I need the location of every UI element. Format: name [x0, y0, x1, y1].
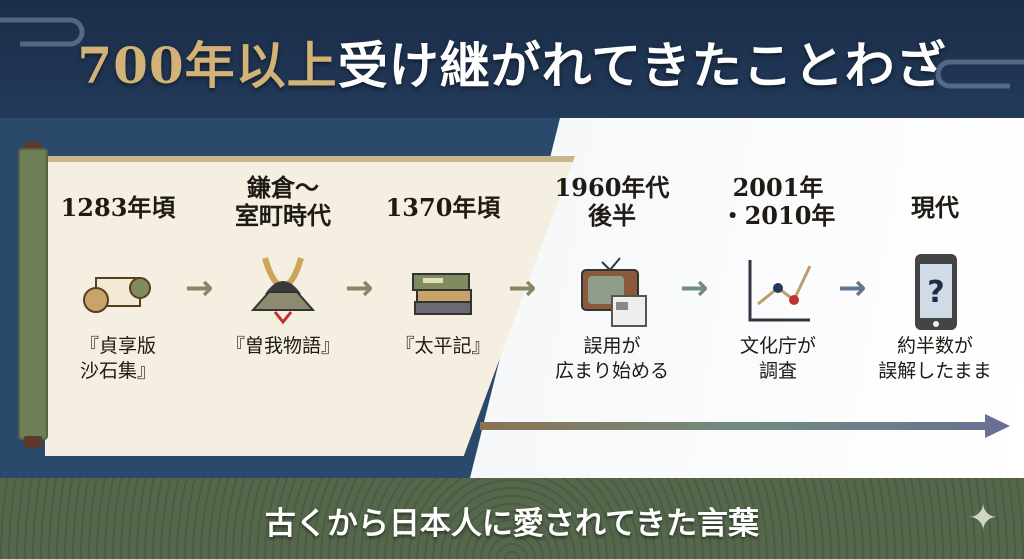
timeline-item: 現代 ? 約半数が 誤解したまま [850, 118, 1020, 398]
timeline-year: 1283年頃 [60, 193, 176, 222]
sparkle-icon: ✦ [968, 498, 999, 539]
arrow-icon: → [508, 268, 537, 308]
scroll-icon [83, 277, 151, 313]
timeline-item: 1283年頃 『貞享版 沙石集』 [33, 118, 203, 398]
line-chart-icon [748, 260, 812, 322]
scroll-rod-cap [24, 436, 42, 448]
title-highlight: 700年以上 [77, 36, 338, 95]
timeline-year: 1370年頃 [385, 193, 501, 222]
timeline-year: 鎌倉〜 室町時代 [235, 173, 331, 230]
footer-subtitle: 古くから日本人に愛されてきた言葉 [264, 506, 760, 542]
arrow-icon: → [185, 268, 214, 308]
tv-newspaper-icon [581, 257, 647, 327]
header: 700年以上受け継がれてきたことわざ [0, 0, 1024, 118]
timeline-year: 2001年 ・2010年 [720, 173, 836, 230]
timeline-caption: 誤用が 広まり始める [554, 335, 669, 382]
timeline-caption: 文化庁が 調査 [739, 335, 816, 382]
timeline-item: 1370年頃 『太平記』 [358, 118, 528, 398]
svg-text:?: ? [927, 275, 944, 310]
arrow-icon: → [345, 268, 374, 308]
smartphone-question-icon: ? [915, 254, 957, 330]
timeline-item: 2001年 ・2010年 文化庁が 調査 [693, 118, 863, 398]
timeline-caption: 約半数が 誤解したまま [878, 335, 992, 382]
books-icon [412, 273, 472, 315]
timeline-year: 現代 [911, 193, 959, 222]
timeline-arrow [480, 414, 1010, 438]
timeline-item: 1960年代 後半 誤用が 広まり始める [527, 118, 697, 398]
timeline-panel: 1283年頃 『貞享版 沙石集』鎌倉〜 室町時代 『曽我物語』1370年頃 『太… [0, 118, 1024, 478]
timeline-item: 鎌倉〜 室町時代 『曽我物語』 [198, 118, 368, 398]
arrow-icon: → [680, 268, 709, 308]
timeline-caption: 『曽我物語』 [225, 335, 340, 357]
timeline-caption: 『太平記』 [395, 335, 491, 357]
page-title: 700年以上受け継がれてきたことわざ [0, 26, 1024, 98]
arrow-icon: → [838, 268, 867, 308]
footer-band: 古くから日本人に愛されてきた言葉 ✦ [0, 478, 1024, 559]
samurai-helmet-icon [250, 257, 316, 325]
swirl-decoration-icon [935, 59, 1024, 89]
timeline-year: 1960年代 後半 [554, 173, 670, 230]
timeline-caption: 『貞享版 沙石集』 [79, 335, 156, 382]
title-rest: 受け継がれてきたことわざ [337, 36, 947, 95]
swirl-decoration-icon [0, 17, 85, 47]
